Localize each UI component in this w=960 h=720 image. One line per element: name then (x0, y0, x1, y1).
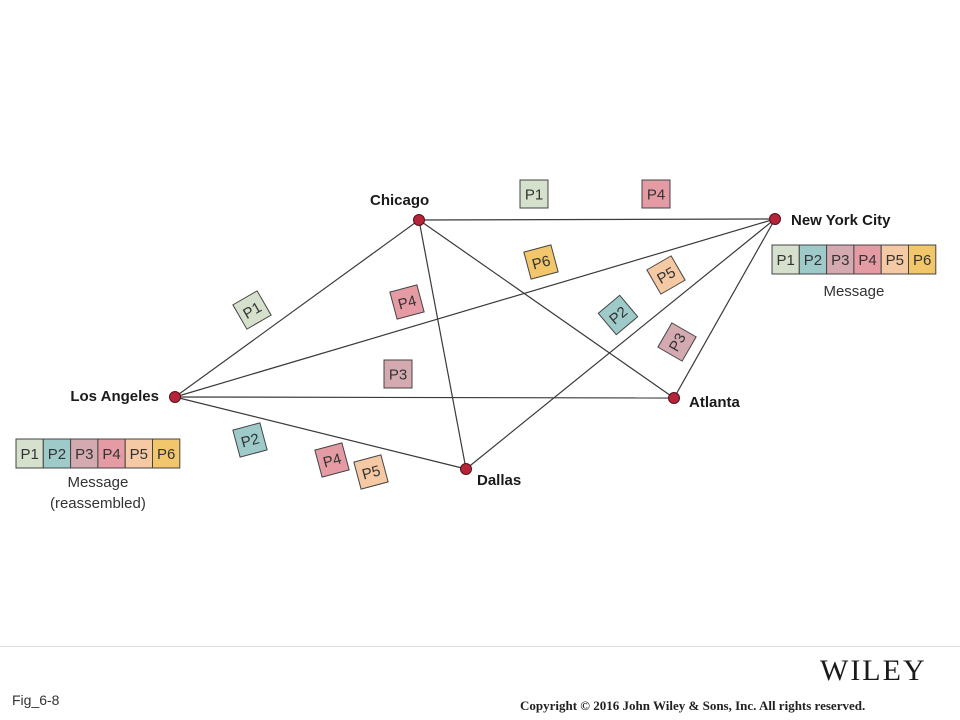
figure-label: Fig_6-8 (12, 692, 60, 708)
packet-box (232, 422, 268, 458)
packet-label: P4 (396, 292, 418, 313)
link-chicago-dallas (418, 219, 467, 470)
link-chicago-nyc (418, 218, 776, 221)
link-la-atlanta (174, 396, 675, 399)
packet-p2: P2 (597, 294, 639, 336)
link-nyc-dallas (465, 218, 776, 470)
packet-p5: P5 (353, 454, 389, 490)
message-cell-label: P3 (831, 252, 849, 269)
packet-p3: P3 (657, 322, 697, 362)
publisher-logo: WILEY (820, 654, 927, 687)
packet-box (523, 244, 559, 280)
packet-label: P4 (647, 187, 665, 204)
packet-label: P1 (525, 187, 543, 204)
message-caption: Message (823, 283, 884, 300)
packet-label: P3 (389, 367, 407, 384)
message-cell-label: P3 (75, 446, 93, 463)
packet-label: P3 (666, 330, 690, 354)
city-nodes (169, 213, 781, 475)
message-cell (826, 244, 855, 275)
packet-p4: P4 (641, 179, 671, 209)
packet-box (389, 284, 425, 320)
message-cell-label: P6 (157, 446, 175, 463)
message-cell-label: P1 (776, 252, 794, 269)
packet-box (641, 179, 671, 209)
packet-p1: P1 (519, 179, 549, 209)
packet-box (657, 322, 697, 362)
message-cell (97, 438, 126, 469)
link-nyc-atlanta (673, 218, 776, 399)
message-cell (152, 438, 181, 469)
packet-label: P5 (654, 264, 678, 288)
message-cell-label: P2 (48, 446, 66, 463)
link-la-dallas (174, 396, 467, 470)
packet-box (314, 442, 350, 478)
packet-label: P1 (240, 299, 264, 323)
link-chicago-atlanta (418, 219, 675, 399)
link-nyc-la (174, 218, 776, 398)
city-label-nyc: New York City (791, 212, 891, 229)
packet-box (519, 179, 549, 209)
message-caption: Message (67, 474, 128, 491)
message-cell-label: P6 (913, 252, 931, 269)
message-cell (15, 438, 44, 469)
message-cell (880, 244, 910, 275)
message-cell-label: P4 (102, 446, 120, 463)
packet-box (232, 290, 272, 330)
message-cell-label: P5 (886, 252, 904, 269)
city-label-dallas: Dallas (477, 472, 521, 489)
packet-box (646, 255, 686, 295)
footer-divider (0, 646, 960, 647)
message-cell-label: P1 (20, 446, 38, 463)
message-cell-label: P5 (130, 446, 148, 463)
packet-p3: P3 (383, 359, 413, 389)
packet-p4: P4 (314, 442, 350, 478)
packet-label: P2 (239, 430, 261, 451)
link-chicago-la (174, 219, 420, 398)
packet-p6: P6 (523, 244, 559, 280)
message-cell-label: P2 (804, 252, 822, 269)
message-caption: (reassembled) (50, 495, 146, 512)
message-cell (124, 438, 153, 469)
packet-p4: P4 (389, 284, 425, 320)
packet-box (353, 454, 389, 490)
node-dallas (460, 463, 472, 475)
city-label-chicago: Chicago (370, 192, 429, 209)
packet-label: P6 (530, 252, 552, 273)
packet-p2: P2 (232, 422, 268, 458)
node-atlanta (668, 392, 680, 404)
network-links (174, 218, 776, 470)
packet-p5: P5 (646, 255, 686, 295)
copyright-notice: Copyright © 2016 John Wiley & Sons, Inc.… (520, 698, 866, 713)
message-cell-label: P4 (858, 252, 876, 269)
node-nyc (769, 213, 781, 225)
message-cell (42, 438, 72, 469)
message-cell (853, 244, 882, 275)
packet-box (383, 359, 413, 389)
node-la (169, 391, 181, 403)
message-cell (798, 244, 828, 275)
packet-box (597, 294, 639, 336)
node-chicago (413, 214, 425, 226)
city-label-la: Los Angeles (70, 388, 159, 405)
packet-label: P5 (360, 462, 382, 483)
message-cell (908, 244, 937, 275)
packet-label: P4 (321, 450, 343, 471)
city-label-atlanta: Atlanta (689, 394, 740, 411)
message-cell (771, 244, 800, 275)
packet-p1: P1 (232, 290, 272, 330)
